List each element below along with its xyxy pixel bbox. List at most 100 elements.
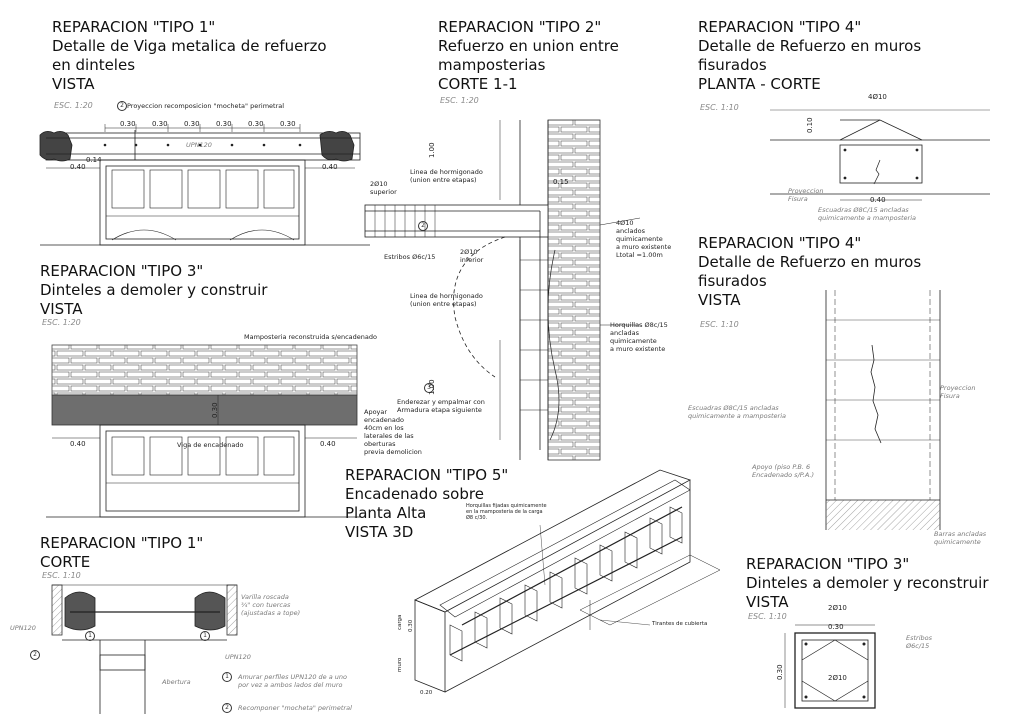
enderezar-note: Enderezar y empalmar con Armadura etapa … bbox=[397, 398, 485, 414]
dim-label: 2Ø10 bbox=[828, 604, 847, 612]
title-line: Encadenado sobre bbox=[345, 485, 484, 503]
mamposteria-note: Mamposteria reconstruida s/encadenado bbox=[244, 333, 377, 341]
proyeccion-note: Proyeccion recomposicion "mocheta" perim… bbox=[127, 102, 285, 110]
title-line: Detalle de Refuerzo en muros bbox=[698, 253, 922, 271]
note-line: Proyeccion bbox=[788, 187, 824, 195]
note-line: superior bbox=[370, 188, 397, 196]
note-line: Apoyo (piso P.B. 6 bbox=[752, 463, 811, 471]
title-line: VISTA bbox=[746, 593, 789, 611]
title-line: Detalle de Refuerzo en muros bbox=[698, 37, 922, 55]
tipo3-vista-scale: ESC. 1:20 bbox=[42, 318, 81, 327]
title-line: REPARACION "TIPO 5" bbox=[345, 466, 509, 484]
title-line: en dinteles bbox=[52, 56, 136, 74]
title-line: VISTA bbox=[52, 75, 95, 93]
tipo1-vista-scale: ESC. 1:20 bbox=[54, 101, 93, 110]
title-line: Dinteles a demoler y reconstruir bbox=[746, 574, 989, 592]
note-line: 2Ø10 bbox=[370, 180, 388, 188]
dim-label: 0.30 bbox=[280, 120, 296, 128]
title-line: REPARACION "TIPO 4" bbox=[698, 234, 862, 252]
linea-hormigonado-note: Linea de hormigonado (union entre etapas… bbox=[410, 292, 483, 308]
tipo1-vista-drawing bbox=[39, 124, 370, 246]
escuadras-note: Escuadras Ø8C/15 ancladas quimicamente a… bbox=[688, 404, 786, 420]
dim-label: 0.40 bbox=[70, 440, 86, 448]
upn-right-label: UPN120 bbox=[225, 653, 251, 661]
tipo3-vista-title: REPARACION "TIPO 3" Dinteles a demoler y… bbox=[40, 262, 267, 319]
superior-note: 2Ø10 superior bbox=[370, 180, 397, 196]
tipo2-scale: ESC. 1:20 bbox=[440, 96, 479, 105]
note-line: oberturas bbox=[364, 440, 396, 448]
note-line: quimicamente bbox=[934, 538, 981, 546]
dim-label: 0.30 bbox=[184, 120, 200, 128]
title-line: Detalle de Viga metalica de refuerzo bbox=[52, 37, 327, 55]
title-line: VISTA bbox=[698, 291, 741, 309]
note-line: Varilla roscada bbox=[241, 593, 289, 601]
note-line: previa demolicion bbox=[364, 448, 422, 456]
title-line: REPARACION "TIPO 1" bbox=[52, 18, 216, 36]
title-line: REPARACION "TIPO 2" bbox=[438, 18, 602, 36]
callout-1: 1 bbox=[222, 672, 232, 682]
note-line: a muro existente bbox=[616, 243, 672, 251]
note-line: Linea de hormigonado bbox=[410, 168, 483, 176]
note-line: laterales de las bbox=[364, 432, 414, 440]
note-line: encadenado bbox=[364, 416, 405, 424]
note-line: 40cm en los bbox=[364, 424, 404, 432]
tirantes-note: Tirantes de cubierta bbox=[652, 621, 708, 627]
viga-encadenado-note: Viga de encadenado bbox=[177, 441, 244, 449]
tipo3-corte-drawing bbox=[784, 624, 876, 709]
dim-label: 0.30 bbox=[120, 120, 136, 128]
note-line: Enderezar y empalmar con bbox=[397, 398, 485, 406]
dim-label: 0.15 bbox=[553, 178, 569, 186]
note-line: Ltotal =1.00m bbox=[616, 251, 663, 259]
note-line: Ø8 c/30. bbox=[466, 515, 488, 521]
note-line: en la mamposteria de la carga bbox=[466, 509, 543, 515]
tipo1-corte-scale: ESC. 1:10 bbox=[42, 571, 81, 580]
callout-2: 2 bbox=[418, 221, 428, 231]
dim-label: 2Ø10 bbox=[828, 674, 847, 682]
note-line: Horquillas Ø8c/15 bbox=[610, 321, 668, 329]
dim-label: 0.40 bbox=[70, 163, 86, 171]
estribos-note: Estribos Ø6c/15 bbox=[906, 634, 932, 650]
upn-left-label: UPN120 bbox=[10, 624, 36, 632]
linea-hormigonado-note: Linea de hormigonado (union entre etapas… bbox=[410, 168, 483, 184]
dim-label: 0.30 bbox=[408, 619, 414, 632]
tipo4-planta-title: REPARACION "TIPO 4" Detalle de Refuerzo … bbox=[698, 18, 921, 94]
note-line: inferior bbox=[460, 256, 484, 264]
dim-label: 0.30 bbox=[828, 623, 844, 631]
note-line: Proyeccion bbox=[940, 384, 976, 392]
tipo4-vista-title: REPARACION "TIPO 4" Detalle de Refuerzo … bbox=[698, 234, 921, 310]
tipo2-title: REPARACION "TIPO 2" Refuerzo en union en… bbox=[438, 18, 619, 94]
title-line: Planta Alta bbox=[345, 504, 427, 522]
note-line: Encadenado s/P.A.) bbox=[752, 471, 815, 479]
tipo1-vista-title: REPARACION "TIPO 1" Detalle de Viga meta… bbox=[52, 18, 327, 94]
callout-3: 3 bbox=[424, 383, 434, 393]
title-line: mamposterias bbox=[438, 56, 546, 74]
proyeccion-fisura-note: Proyeccion Fisura bbox=[788, 187, 823, 203]
note-line: Apoyar bbox=[364, 408, 388, 416]
horquillas-3d-note: Horquillas fijadas quimicamente en la ma… bbox=[466, 503, 547, 521]
tipo3-corte-scale: ESC. 1:10 bbox=[748, 612, 787, 621]
title-line: REPARACION "TIPO 1" bbox=[40, 534, 204, 552]
tipo2-corte-drawing bbox=[364, 119, 641, 461]
amurar-note: Amurar perfiles UPN120 de a uno por vez … bbox=[238, 673, 347, 689]
tipo4-planta-drawing bbox=[770, 109, 990, 201]
title-line: fisurados bbox=[698, 272, 767, 290]
recomponer-note: Recomponer "mocheta" perimetral bbox=[238, 704, 352, 712]
title-line: VISTA 3D bbox=[345, 523, 414, 541]
note-line: quimicamente bbox=[616, 235, 663, 243]
title-line: Refuerzo en union entre bbox=[438, 37, 619, 55]
tipo5-title: REPARACION "TIPO 5" Encadenado sobre Pla… bbox=[345, 466, 508, 542]
dim-label: 0.10 bbox=[806, 117, 814, 133]
callout-2: 2 bbox=[222, 703, 232, 713]
muro-label: muro bbox=[397, 657, 403, 672]
dim-label: 0.30 bbox=[211, 402, 219, 418]
note-line: Ø6c/15 bbox=[906, 642, 930, 650]
tipo3-corte-title: REPARACION "TIPO 3" Dinteles a demoler y… bbox=[746, 555, 989, 612]
tipo4-vista-scale: ESC. 1:10 bbox=[700, 320, 739, 329]
title-line: VISTA bbox=[40, 300, 83, 318]
note-line: Estribos bbox=[906, 634, 933, 642]
apoyar-note: Apoyar encadenado 40cm en los laterales … bbox=[364, 408, 422, 456]
dim-label: 0.20 bbox=[420, 690, 433, 696]
note-line: quimicamente a mamposteria bbox=[818, 214, 917, 222]
upn-label: UPN120 bbox=[186, 141, 212, 149]
title-line: CORTE 1-1 bbox=[438, 75, 518, 93]
